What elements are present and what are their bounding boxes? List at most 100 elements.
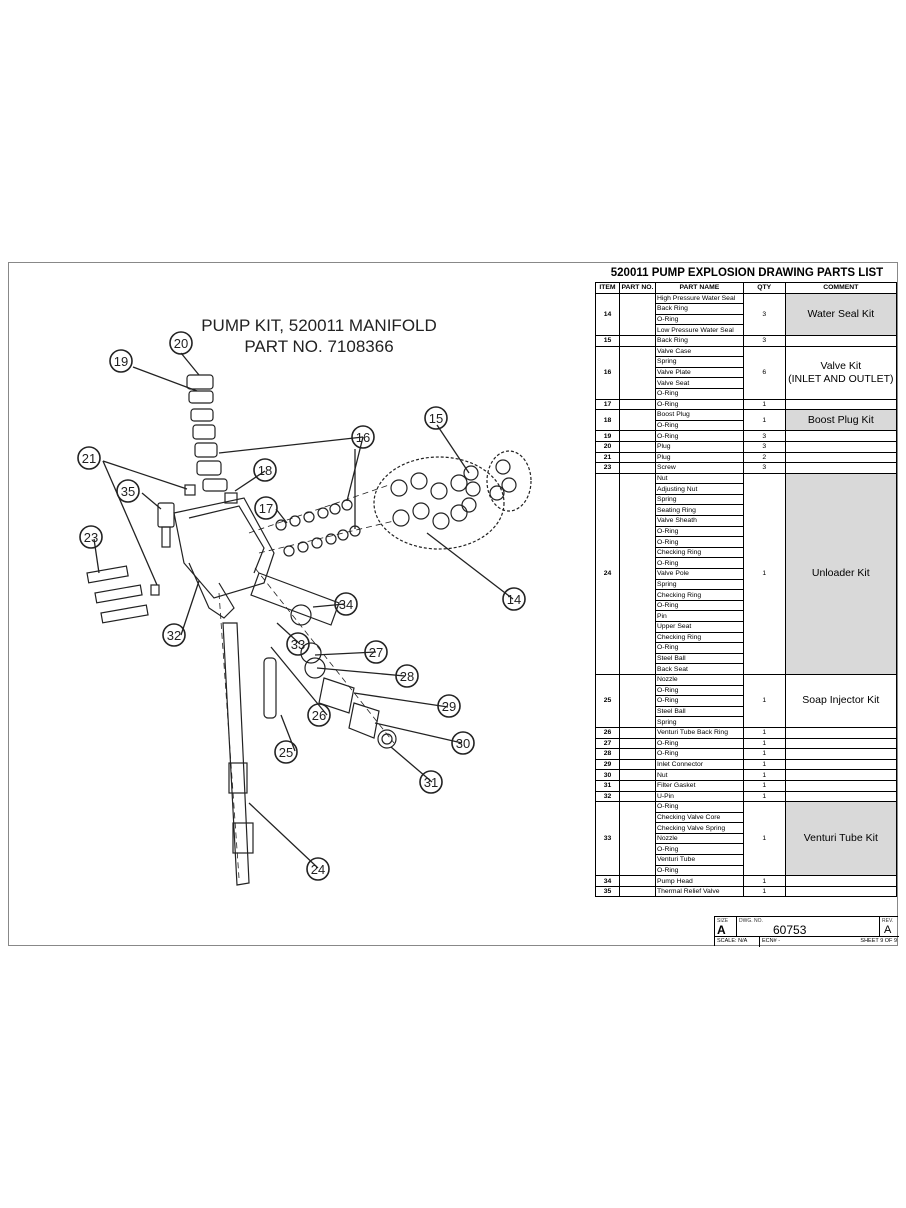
item-cell: 21 <box>595 451 620 464</box>
item-cell: 24 <box>595 472 620 675</box>
qty-cell: 3 <box>742 462 786 474</box>
table-row: Adjusting Nut <box>596 483 897 495</box>
part-name-cell: High Pressure Water Seal <box>654 292 744 305</box>
part-name-cell: Thermal Relief Valve <box>654 885 744 898</box>
part-name-cell: Venturi Tube <box>654 854 744 866</box>
part-name-cell: Upper Seat <box>654 621 744 633</box>
callout-17: 17 <box>259 501 273 516</box>
qty-cell: 1 <box>742 472 786 675</box>
part-no-cell <box>618 451 656 464</box>
callout-26: 26 <box>312 708 326 723</box>
part-name-cell: O-Ring <box>654 642 744 654</box>
pump-head-34 <box>188 562 235 619</box>
item-cell: 18 <box>595 409 620 432</box>
comment-cell <box>784 334 898 347</box>
part-name-cell: O-Ring <box>654 684 744 697</box>
header-part-no: PART NO. <box>618 282 656 294</box>
table-row: Spring <box>596 356 897 368</box>
parts-table-header: ITEM PART NO. PART NAME QTY COMMENT <box>595 282 898 294</box>
part-name-cell: O-Ring <box>654 801 744 813</box>
part-name-cell: O-Ring <box>654 387 744 400</box>
manifold-body <box>173 497 275 599</box>
part-name-cell: Pin <box>654 610 744 622</box>
table-row: Valve Seat <box>596 377 897 389</box>
part-no-cell <box>618 737 656 750</box>
part-name-cell: Venturi Tube Back Ring <box>654 726 744 739</box>
callout-24: 24 <box>311 862 325 877</box>
part-name-cell: Screw <box>654 462 744 474</box>
header-comment: COMMENT <box>784 282 898 294</box>
comment-cell <box>784 748 898 760</box>
comment-cell: Venturi Tube Kit <box>784 801 898 877</box>
part-name-cell: O-Ring <box>654 737 744 750</box>
comment-cell <box>784 398 898 411</box>
part-name-cell: Spring <box>654 356 744 368</box>
part-name-cell: O-Ring <box>654 864 744 877</box>
part-name-cell: O-Ring <box>654 525 744 538</box>
comment-cell <box>784 726 898 739</box>
item-cell: 23 <box>595 462 620 474</box>
part-no-cell <box>618 334 656 347</box>
callout-15: 15 <box>429 411 443 426</box>
part-name-cell: Checking Ring <box>654 631 744 644</box>
qty-cell: 1 <box>742 737 786 750</box>
title-block: SIZE A DWG. NO. 60753 REV. A SCALE: N/A … <box>714 916 899 947</box>
part-name-cell: Steel Ball <box>654 705 744 718</box>
dwg-no-label: DWG. NO. <box>739 918 763 924</box>
table-row: Back Ring <box>596 303 897 315</box>
comment-cell <box>784 758 898 771</box>
part-no-cell <box>618 292 656 336</box>
part-name-cell: O-Ring <box>654 557 744 570</box>
part-name-cell: Checking Ring <box>654 589 744 601</box>
part-name-cell: O-Ring <box>654 398 744 411</box>
parts-list-title: 520011 PUMP EXPLOSION DRAWING PARTS LIST <box>610 267 884 279</box>
part-name-cell: O-Ring <box>654 748 744 760</box>
item-cell: 29 <box>595 758 620 771</box>
callout-31: 31 <box>424 775 438 790</box>
item-cell: 27 <box>595 737 620 750</box>
rev-value: A <box>884 924 892 936</box>
part-name-cell: Plug <box>654 451 744 464</box>
callout-21: 21 <box>82 451 96 466</box>
part-no-cell <box>618 472 656 675</box>
item-cell: 35 <box>595 885 620 898</box>
callout-29: 29 <box>442 699 456 714</box>
comment-cell <box>784 440 898 453</box>
qty-cell: 1 <box>742 758 786 771</box>
part-name-cell: U-Pin <box>654 790 744 803</box>
part-no-cell <box>618 790 656 803</box>
callout-34: 32 <box>167 628 181 643</box>
callout-16: 16 <box>356 430 370 445</box>
size-value: A <box>717 923 726 937</box>
part-name-cell: Nut <box>654 472 744 485</box>
qty-cell: 1 <box>742 779 786 792</box>
comment-cell <box>784 885 898 898</box>
comment-cell <box>784 875 898 887</box>
item-cell: 25 <box>595 673 620 728</box>
item-cell: 19 <box>595 430 620 442</box>
part-name-cell: Valve Case <box>654 345 744 358</box>
comment-cell <box>784 430 898 442</box>
callout-23: 23 <box>84 530 98 545</box>
kit-title-line2: PART NO. 7108366 <box>244 337 394 356</box>
part-no-cell <box>618 769 656 781</box>
part-name-cell: Valve Sheath <box>654 515 744 527</box>
part-name-cell: O-Ring <box>654 599 744 612</box>
part-name-cell: Boost Plug <box>654 409 744 421</box>
comment-cell <box>784 462 898 474</box>
item-cell: 15 <box>595 334 620 347</box>
part-name-cell: Steel Ball <box>654 652 744 665</box>
table-row: O-Ring <box>596 387 897 400</box>
part-name-cell: Valve Pole <box>654 568 744 580</box>
